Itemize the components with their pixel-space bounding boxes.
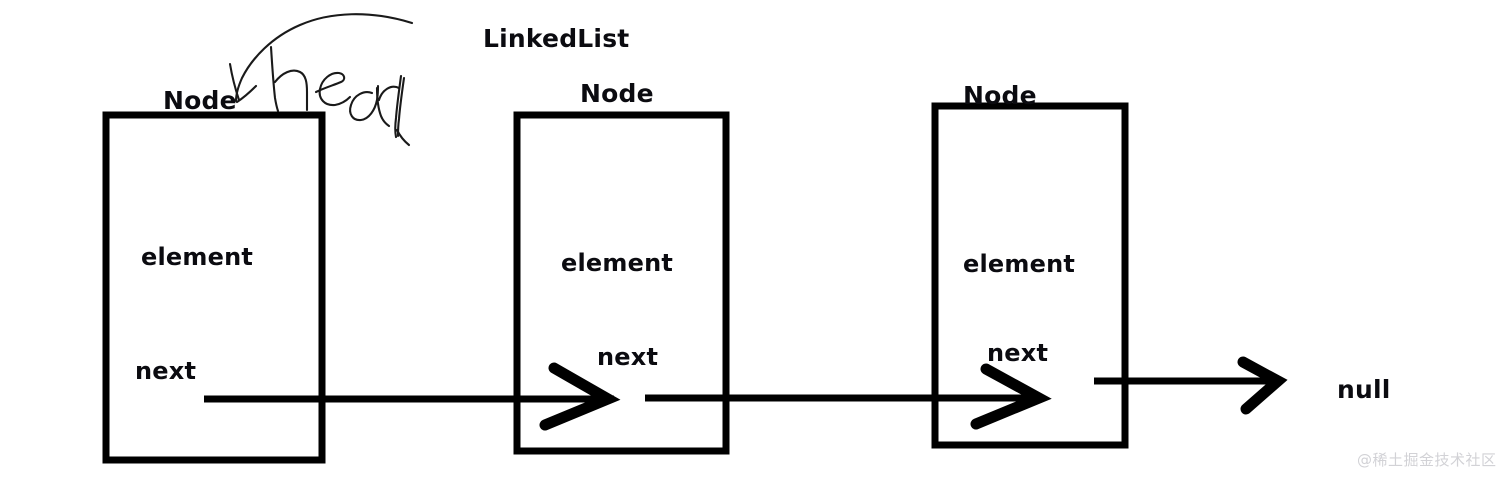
null-terminator-label: null bbox=[1337, 375, 1391, 404]
node-title-3: Node bbox=[963, 81, 1037, 110]
node-box-1 bbox=[102, 111, 326, 464]
node-2-element-label: element bbox=[561, 249, 674, 277]
watermark: @稀土掘金技术社区 bbox=[1357, 451, 1497, 469]
head-annotation-ink bbox=[228, 13, 414, 147]
node-box-2 bbox=[513, 111, 730, 455]
node-1-next-label: next bbox=[135, 357, 197, 385]
node-title-1: Node bbox=[163, 86, 237, 115]
node-box-3 bbox=[931, 102, 1129, 449]
diagram-title: LinkedList bbox=[483, 24, 630, 53]
link-arrowhead-1-chevron-icon bbox=[539, 362, 621, 431]
link-arrowhead-3-chevron-icon bbox=[1237, 356, 1288, 415]
node-3-next-label: next bbox=[987, 339, 1049, 367]
node-title-2: Node bbox=[580, 79, 654, 108]
node-1-element-label: element bbox=[141, 243, 254, 271]
node-3-element-label: element bbox=[963, 250, 1076, 278]
link-arrowhead-2-chevron-icon bbox=[970, 363, 1052, 430]
node-2-next-label: next bbox=[597, 343, 659, 371]
